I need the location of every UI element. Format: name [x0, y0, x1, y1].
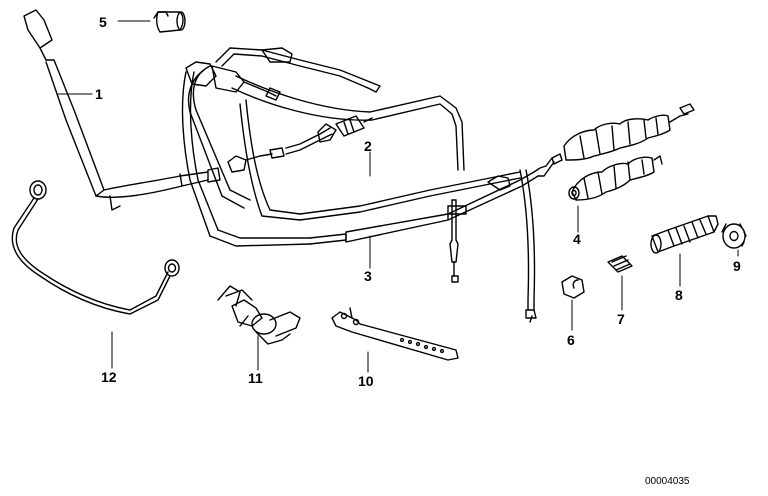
part-2-cable — [187, 47, 521, 283]
callout-2: 2 — [364, 138, 372, 154]
part-9-nut — [721, 223, 747, 249]
document-number: 00004035 — [645, 476, 690, 487]
part-3-cable — [181, 61, 563, 247]
callout-11: 11 — [248, 370, 263, 386]
part-1-hose — [23, 9, 221, 211]
callout-8: 8 — [675, 287, 683, 303]
callout-10: 10 — [358, 373, 374, 389]
callout-7: 7 — [617, 311, 625, 327]
callout-3: 3 — [364, 268, 372, 284]
part-12-wire-loop — [11, 180, 180, 315]
cable-tail — [519, 169, 537, 323]
callout-6: 6 — [567, 332, 575, 348]
callout-9: 9 — [733, 258, 741, 274]
callout-5: 5 — [99, 14, 107, 30]
throttle-fitting — [227, 115, 373, 173]
callout-12: 12 — [101, 369, 117, 385]
part-8-adjuster — [650, 215, 719, 254]
callout-4: 4 — [573, 231, 581, 247]
callout-1: 1 — [95, 86, 103, 102]
part-10-bracket — [331, 307, 459, 361]
part-5-ferrule — [153, 11, 186, 33]
part-11-clip — [217, 285, 301, 345]
part-4-bellows — [563, 103, 695, 201]
part-7-sleeve — [607, 255, 633, 273]
leader-lines — [57, 20, 739, 373]
part-6-nipple — [561, 275, 585, 299]
